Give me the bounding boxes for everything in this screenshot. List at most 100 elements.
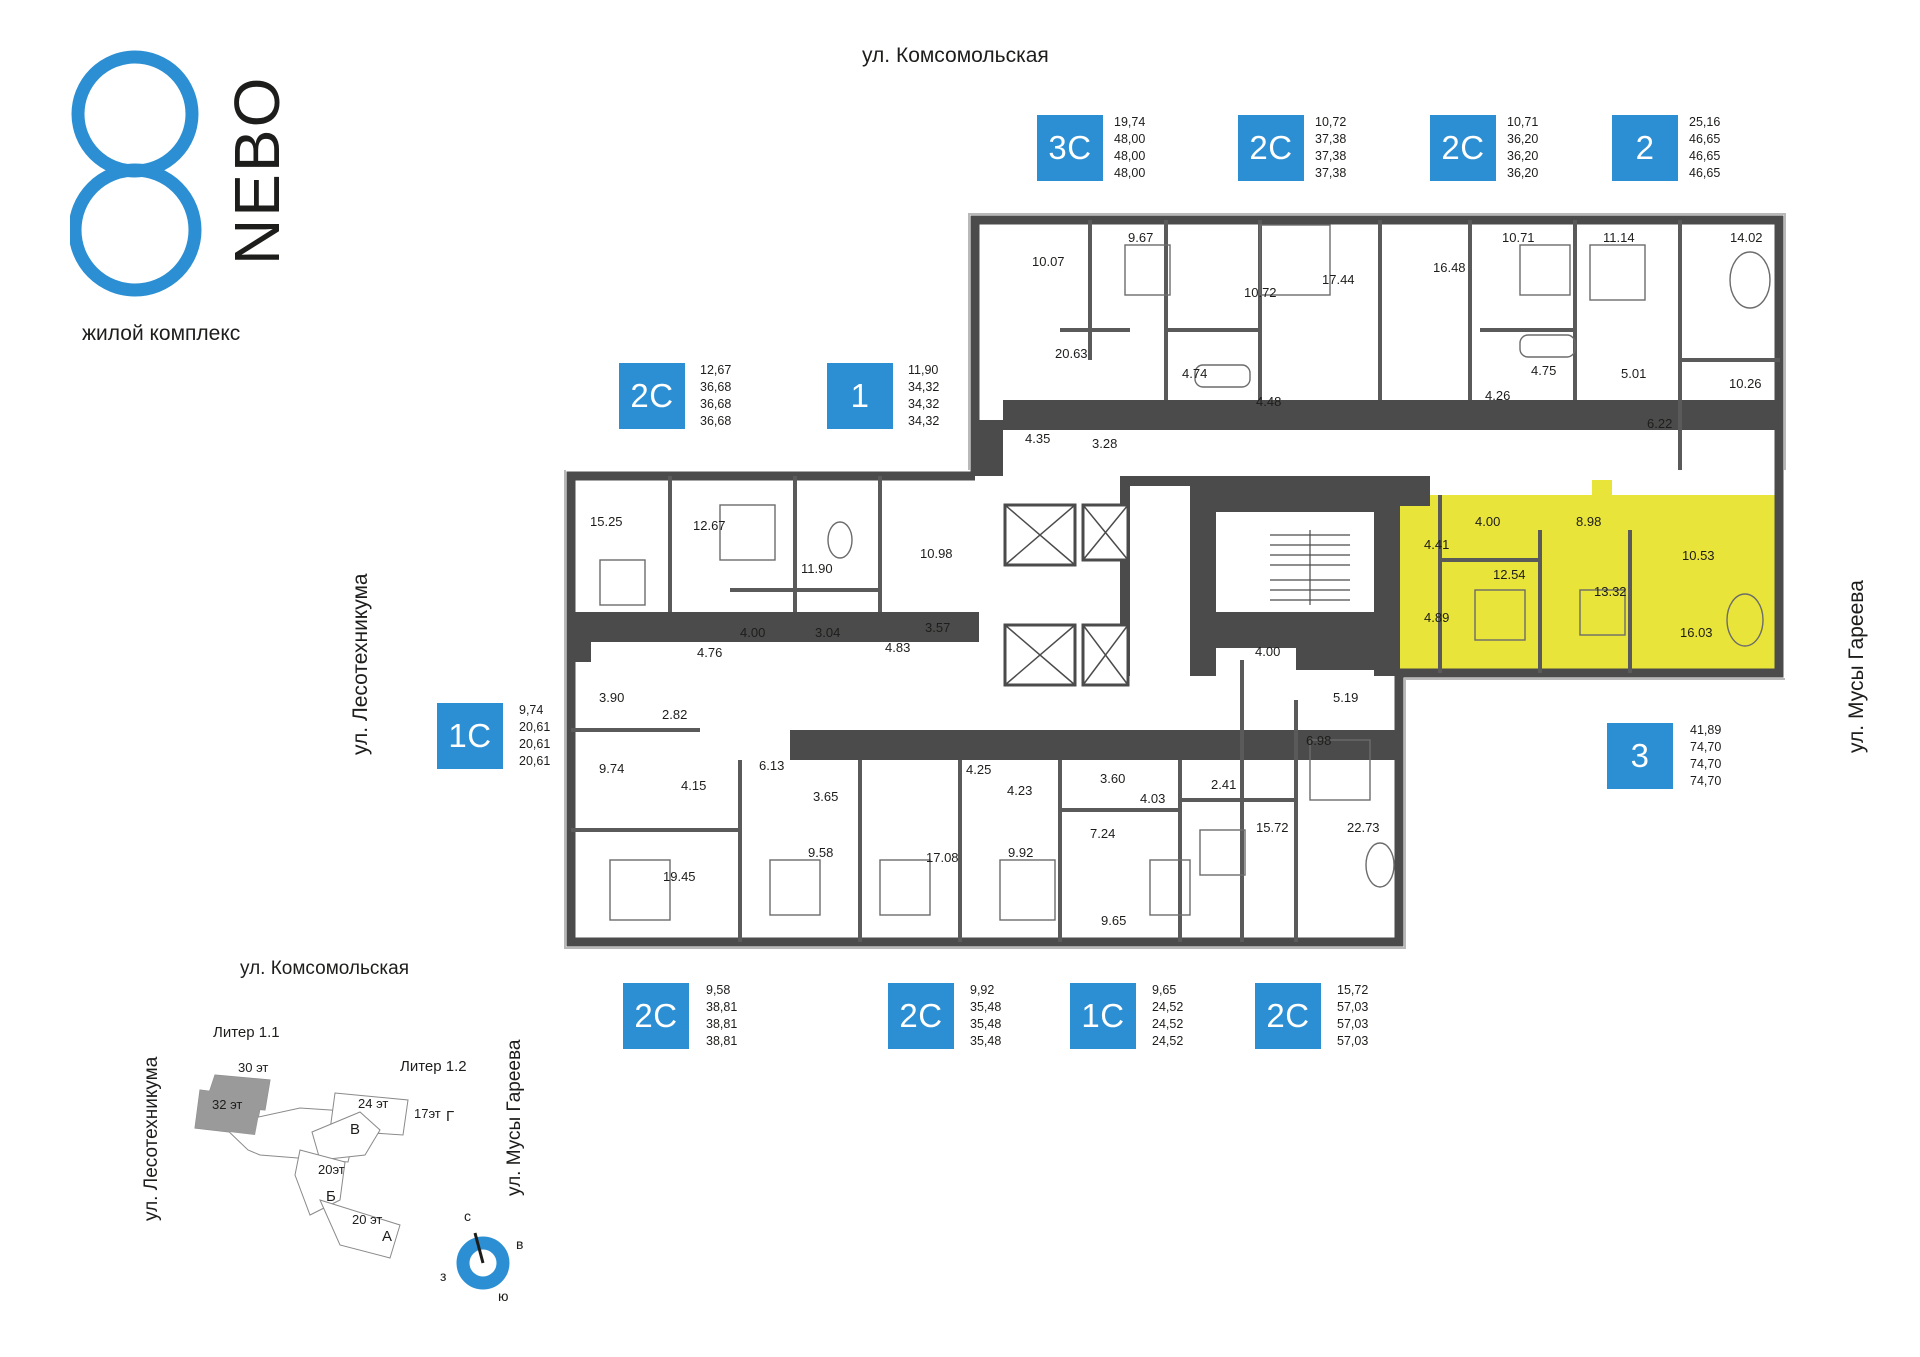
- minimap-section-letter: Г: [446, 1108, 455, 1125]
- room-area: 6.13: [759, 758, 785, 773]
- minimap-section-floors: 32 эт: [212, 1097, 243, 1112]
- room-area: 10.07: [1032, 254, 1065, 269]
- minimap-section-letter: В: [350, 1121, 361, 1138]
- room-area: 13.32: [1594, 584, 1627, 599]
- furniture: [599, 224, 1771, 921]
- room-area: 4.26: [1485, 388, 1511, 403]
- apartment-badge-top-4[interactable]: 2: [1612, 115, 1678, 181]
- room-area: 9.65: [1101, 913, 1127, 928]
- room-area: 4.76: [697, 645, 723, 660]
- apartment-badge-upper-left-2[interactable]: 1: [827, 363, 893, 429]
- minimap: [194, 1074, 510, 1290]
- compass-south: ю: [498, 1288, 509, 1304]
- room-area: 17.44: [1322, 272, 1355, 287]
- apartment-badge-top-2[interactable]: 2С: [1238, 115, 1304, 181]
- room-area: 6.22: [1647, 416, 1673, 431]
- room-area: 3.65: [813, 789, 839, 804]
- minimap-section-floors: 24 эт: [358, 1096, 389, 1111]
- compass-north: с: [464, 1208, 471, 1224]
- room-area: 9.74: [599, 761, 625, 776]
- apartment-badge-bottom-2[interactable]: 2С: [888, 983, 954, 1049]
- minimap-section-letter: А: [382, 1228, 393, 1245]
- room-area: 4.83: [885, 640, 911, 655]
- room-area: 4.23: [1007, 783, 1033, 798]
- room-area: 3.90: [599, 690, 625, 705]
- room-area: 4.41: [1424, 537, 1450, 552]
- apartment-badge-bottom-4[interactable]: 2С: [1255, 983, 1321, 1049]
- minimap-street-top: ул. Комсомольская: [240, 958, 409, 979]
- room-area: 10.98: [920, 546, 953, 561]
- room-area: 2.82: [662, 707, 688, 722]
- minimap-section-letter: Б: [326, 1188, 336, 1205]
- room-area: 15.25: [590, 514, 623, 529]
- compass-west: з: [440, 1268, 447, 1284]
- minimap-liter-2: Литер 1.2: [400, 1058, 467, 1075]
- room-area: 16.48: [1433, 260, 1466, 275]
- room-area: 11.14: [1603, 230, 1635, 245]
- apartment-badge-left-1[interactable]: 1С: [437, 703, 503, 769]
- apartment-badge-top-3[interactable]: 2С: [1430, 115, 1496, 181]
- room-area: 4.00: [740, 625, 766, 640]
- minimap-section-floors: 20эт: [318, 1162, 345, 1177]
- room-area: 4.75: [1531, 363, 1557, 378]
- compass-east: в: [516, 1236, 524, 1252]
- room-area: 4.00: [1255, 644, 1281, 659]
- room-area: 12.67: [693, 518, 726, 533]
- room-area: 10.71: [1502, 230, 1535, 245]
- room-area: 3.60: [1100, 771, 1126, 786]
- street-top: ул. Комсомольская: [862, 44, 1049, 67]
- room-area: 3.04: [815, 625, 841, 640]
- minimap-liter-1: Литер 1.1: [213, 1024, 280, 1041]
- room-area: 9.92: [1008, 845, 1034, 860]
- stairs: [1270, 530, 1350, 605]
- room-area: 8.98: [1576, 514, 1602, 529]
- apartment-badge-right-1[interactable]: 3: [1607, 723, 1673, 789]
- room-area: 10.72: [1244, 285, 1277, 300]
- compass-ring: [456, 1236, 510, 1290]
- room-area: 19.45: [663, 869, 696, 884]
- compass-needle: [473, 1232, 485, 1264]
- brand-subtitle: жилой комплекс: [82, 322, 241, 345]
- room-area: 4.89: [1424, 610, 1450, 625]
- room-area: 4.03: [1140, 791, 1166, 806]
- room-area: 12.54: [1493, 567, 1526, 582]
- room-area: 10.26: [1729, 376, 1762, 391]
- apartment-badge-bottom-3[interactable]: 1С: [1070, 983, 1136, 1049]
- outer-walls: [566, 215, 1784, 947]
- room-area: 3.28: [1092, 436, 1118, 451]
- minimap-section-floors: 30 эт: [238, 1060, 269, 1075]
- highlighted-apartment[interactable]: [1400, 480, 1778, 673]
- core-walls: [571, 400, 1783, 760]
- room-area: 17.08: [926, 850, 959, 865]
- room-area: 10.53: [1682, 548, 1715, 563]
- elevators: [1003, 503, 1130, 687]
- room-area: 9.58: [808, 845, 834, 860]
- room-area: 4.00: [1475, 514, 1501, 529]
- room-area: 4.15: [681, 778, 707, 793]
- room-area: 3.57: [925, 620, 951, 635]
- room-area: 11.90: [801, 561, 833, 576]
- room-area: 4.48: [1256, 394, 1282, 409]
- apartment-badge-upper-left-1[interactable]: 2С: [619, 363, 685, 429]
- minimap-section-floors: 20 эт: [352, 1212, 383, 1227]
- apartment-badge-top-1[interactable]: 3С: [1037, 115, 1103, 181]
- apartment-badge-bottom-1[interactable]: 2С: [623, 983, 689, 1049]
- brand-logo: [70, 50, 202, 297]
- room-area: 6.98: [1306, 733, 1332, 748]
- room-area: 9.67: [1128, 230, 1154, 245]
- inner-walls: [571, 220, 1780, 942]
- room-area: 5.19: [1333, 690, 1359, 705]
- room-area: 16.03: [1680, 625, 1713, 640]
- room-area: 2.41: [1211, 777, 1237, 792]
